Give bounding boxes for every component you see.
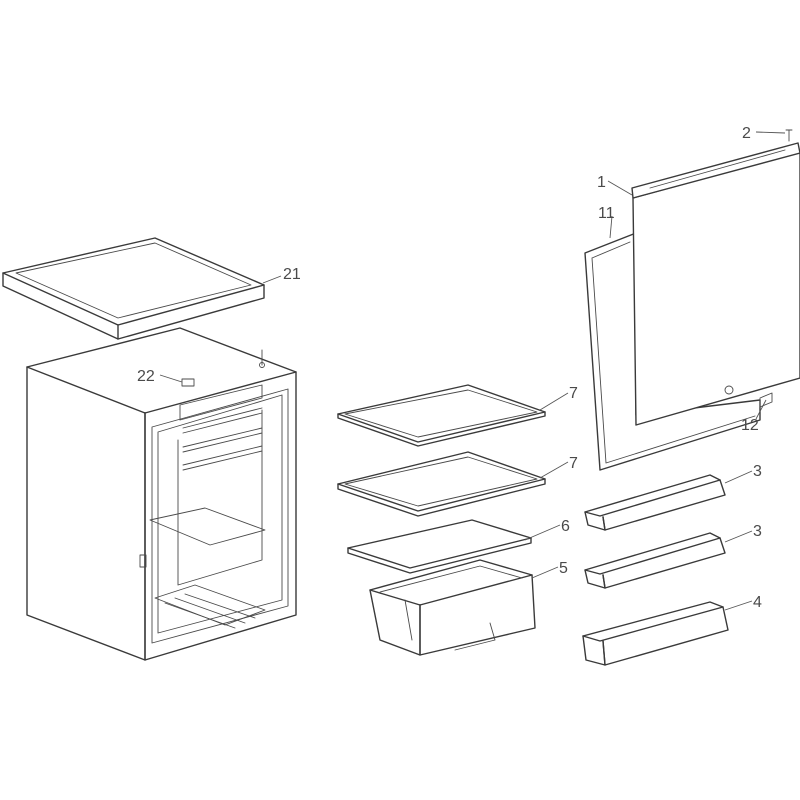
part-shelf-upper (337, 384, 546, 447)
part-door-bin-middle (584, 532, 726, 589)
callout-6: 6 (561, 518, 570, 535)
part-screw (785, 129, 793, 142)
callout-2: 2 (742, 125, 751, 142)
callout-3-middle: 3 (753, 523, 762, 540)
callout-1: 1 (597, 174, 606, 191)
part-door (631, 142, 800, 426)
callout-22: 22 (137, 368, 155, 385)
part-worktop (2, 237, 265, 340)
callout-3-upper: 3 (753, 463, 762, 480)
callout-11: 11 (598, 205, 615, 222)
callout-7-upper: 7 (569, 385, 578, 402)
leader-lines (159, 131, 786, 611)
part-hinge (759, 392, 773, 408)
part-crisper-cover (347, 519, 532, 574)
callout-7-lower: 7 (569, 455, 578, 472)
part-crisper-drawer (369, 559, 536, 656)
callout-labels: 21 22 7 7 6 5 3 3 4 1 2 11 12 (137, 125, 762, 611)
part-shelf-lower (337, 451, 546, 517)
part-cabinet (26, 327, 297, 661)
callout-5: 5 (559, 560, 568, 577)
callout-12: 12 (741, 417, 759, 434)
callout-4: 4 (753, 594, 762, 611)
part-door-bin-upper (584, 474, 726, 531)
callout-21: 21 (283, 266, 301, 283)
part-bottle-bin (582, 601, 729, 666)
